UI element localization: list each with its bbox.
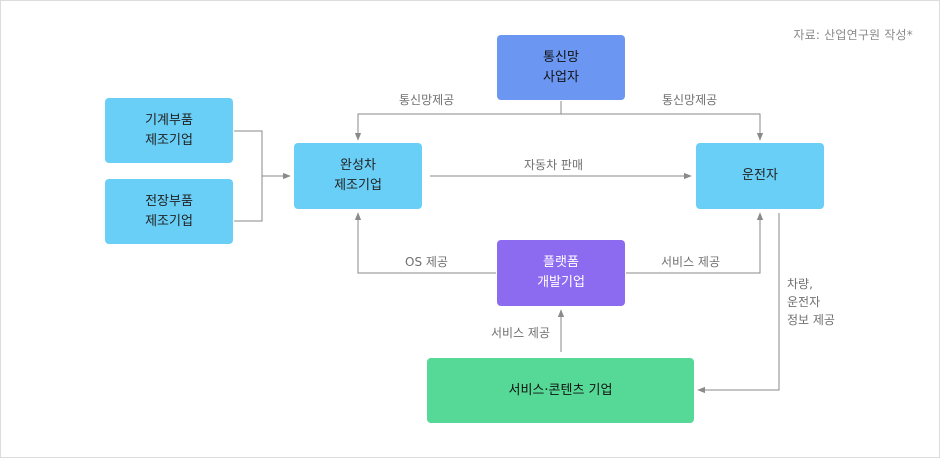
node-label-line: 운전자 <box>742 168 778 183</box>
telecom-to-automaker-arrow <box>354 113 561 141</box>
edge-label-os-provision: OS 제공 <box>405 255 448 269</box>
node-label-line: 전장부품 <box>145 193 193 209</box>
source-note: 자료: 산업연구원 작성* <box>793 28 913 42</box>
telecom-node: 통신망 사업자 <box>497 35 625 100</box>
platform-to-driver-arrow <box>626 212 764 274</box>
edge-label-telecom-driver: 통신망제공 <box>662 93 718 107</box>
edge-label-telecom-automaker: 통신망제공 <box>399 93 455 107</box>
node-label-line: 제조기업 <box>145 132 193 148</box>
edge-label-platform-service: 서비스 제공 <box>661 255 721 269</box>
node-label-line: 제조기업 <box>145 213 193 229</box>
node-label-line: 플랫폼 <box>543 255 579 270</box>
node-label-line: 제조기업 <box>334 178 382 193</box>
parts-bracket-line <box>234 130 263 222</box>
electrical-parts-node: 전장부품 제조기업 <box>105 179 233 244</box>
mechanical-parts-node: 기계부품 제조기업 <box>105 98 233 163</box>
edge-label-car-sales: 자동차 판매 <box>524 158 584 172</box>
edge-label-line: 정보 제공 <box>787 313 835 327</box>
node-label-line: 완성차 <box>340 158 376 173</box>
edge-label-content-service: 서비스 제공 <box>491 326 551 340</box>
edge-label-line: 운전자 <box>787 295 821 309</box>
node-label-line: 개발기업 <box>537 275 585 290</box>
telecom-to-driver-arrow <box>561 113 764 141</box>
platform-node: 플랫폼 개발기업 <box>497 240 625 306</box>
node-label-line: 서비스·콘텐츠 기업 <box>508 382 613 398</box>
driver-node: 운전자 <box>696 143 824 209</box>
node-label-line: 기계부품 <box>145 112 193 128</box>
node-label-line: 사업자 <box>543 69 579 85</box>
edge-label-line: 차량, <box>787 277 813 291</box>
automaker-node: 완성차 제조기업 <box>294 143 422 209</box>
platform-to-automaker-arrow <box>354 212 496 274</box>
service-content-node: 서비스·콘텐츠 기업 <box>427 358 694 423</box>
edge-label-driver-info: 차량, 운전자 정보 제공 <box>787 275 835 329</box>
driver-to-service-arrow <box>697 213 780 394</box>
node-label-line: 통신망 <box>543 49 579 65</box>
